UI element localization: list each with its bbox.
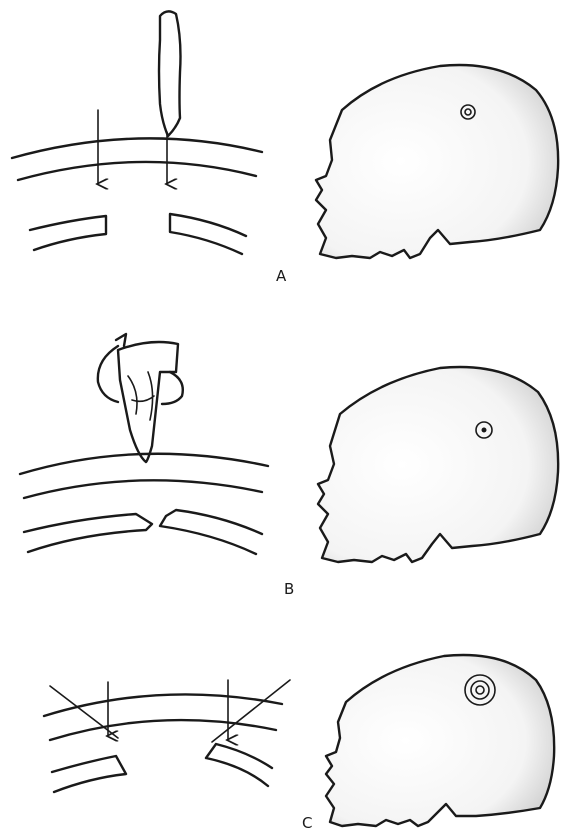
rotation-arrow-head-icon <box>116 334 126 346</box>
bone-piece-left-c <box>52 756 126 792</box>
bone-outer-table-a <box>12 138 262 158</box>
knife-icon <box>159 11 181 136</box>
bone-outer-table-c <box>44 694 282 716</box>
bone-inner-table-b <box>24 480 262 498</box>
burr-hole-center-b <box>482 428 487 433</box>
panel-label-c: C <box>302 814 312 832</box>
skull-a <box>316 65 558 258</box>
panel-label-a: A <box>276 267 287 285</box>
panel-a: A <box>12 11 558 285</box>
bone-piece-left-a <box>30 216 106 250</box>
bone-piece-right-a <box>170 214 246 254</box>
rotation-arrow-icon <box>98 346 118 402</box>
bone-outer-table-b <box>20 454 268 474</box>
skull-c <box>326 655 554 826</box>
panel-c: C <box>44 655 554 832</box>
rotating-drill-bit-icon <box>118 342 178 462</box>
bone-piece-left-b <box>24 514 152 552</box>
rotation-arrow-icon <box>162 372 183 404</box>
bone-piece-right-c <box>206 744 272 786</box>
skull-b <box>318 367 558 562</box>
panel-b: B <box>20 334 558 598</box>
bone-piece-right-b <box>160 510 262 554</box>
bone-inner-table-c <box>50 720 276 740</box>
bone-inner-table-a <box>18 162 256 180</box>
scrape-line-right <box>212 680 290 742</box>
drill-facet-line <box>128 372 154 420</box>
panel-label-b: B <box>284 580 294 598</box>
